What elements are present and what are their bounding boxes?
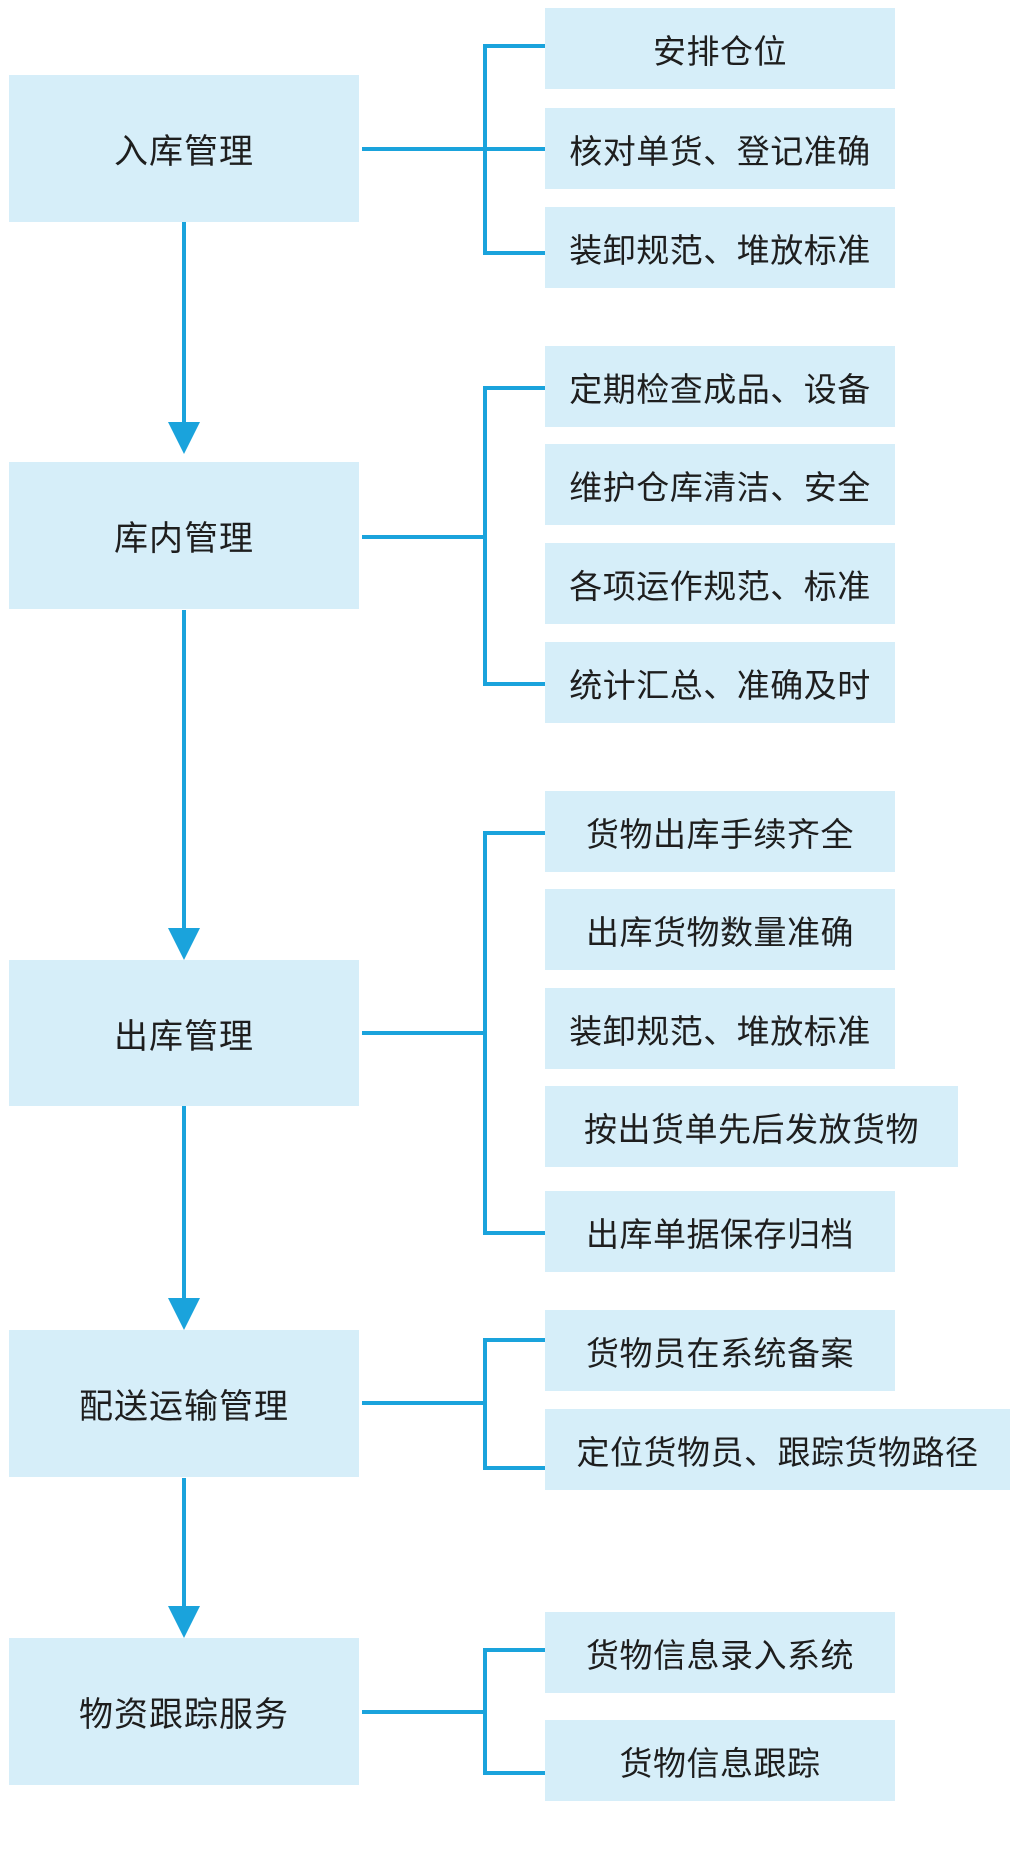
stage-2-item: 统计汇总、准确及时: [545, 642, 895, 723]
stage-2-item: 各项运作规范、标准: [545, 543, 895, 624]
stage-box-distribution: 配送运输管理: [9, 1330, 359, 1477]
stage-2-item: 维护仓库清洁、安全: [545, 444, 895, 525]
stage-3-bracket: [483, 831, 545, 1235]
stage-5-bracket: [483, 1648, 545, 1775]
stage-1-item: 安排仓位: [545, 8, 895, 89]
stage-1-item: 装卸规范、堆放标准: [545, 207, 895, 288]
stage-4-bracket: [483, 1338, 545, 1470]
stage-box-in-warehouse: 库内管理: [9, 462, 359, 609]
stage-3-item: 出库货物数量准确: [545, 889, 895, 970]
stage-3-item: 按出货单先后发放货物: [545, 1086, 958, 1167]
stage-2-item: 定期检查成品、设备: [545, 346, 895, 427]
stage-box-tracking: 物资跟踪服务: [9, 1638, 359, 1785]
stage-4-item: 货物员在系统备案: [545, 1310, 895, 1391]
stage-3-item: 装卸规范、堆放标准: [545, 988, 895, 1069]
stage-2-bracket: [483, 386, 545, 686]
arrow-down-icon: [168, 928, 200, 960]
stage-box-inbound: 入库管理: [9, 75, 359, 222]
stage-3-item: 出库单据保存归档: [545, 1191, 895, 1272]
arrow-down-icon: [168, 1298, 200, 1330]
arrow-down-icon: [168, 422, 200, 454]
stage-5-item: 货物信息跟踪: [545, 1720, 895, 1801]
stage-5-item: 货物信息录入系统: [545, 1612, 895, 1693]
stage-box-outbound: 出库管理: [9, 960, 359, 1106]
arrow-down-icon: [168, 1606, 200, 1638]
stage-3-item: 货物出库手续齐全: [545, 791, 895, 872]
stage-4-item: 定位货物员、跟踪货物路径: [545, 1409, 1010, 1490]
stage-1-item: 核对单货、登记准确: [545, 108, 895, 189]
